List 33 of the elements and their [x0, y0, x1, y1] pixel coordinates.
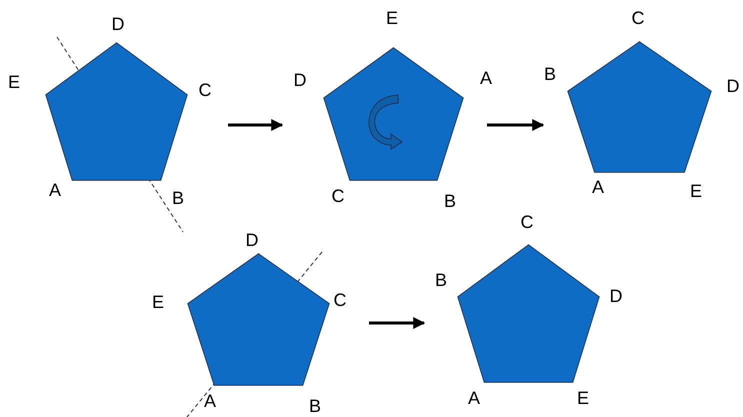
pentagon-shape	[457, 244, 600, 383]
vertex-label: D	[294, 71, 306, 89]
vertex-label: E	[690, 182, 702, 200]
pentagon-shape	[323, 47, 464, 181]
arrow	[487, 119, 544, 131]
vertex-label: E	[8, 73, 20, 91]
vertex-label: B	[309, 397, 321, 415]
arrow	[369, 317, 426, 329]
vertex-label: D	[246, 231, 258, 249]
vertex-label: C	[334, 291, 346, 309]
vertex-label: E	[152, 293, 164, 311]
vertex-label: D	[726, 77, 740, 95]
pentagon-shape	[567, 41, 712, 173]
vertex-label: A	[49, 181, 61, 199]
vertex-label: E	[577, 389, 589, 407]
vertex-label: C	[520, 213, 534, 231]
pentagon-shape	[187, 253, 330, 386]
vertex-label: A	[204, 392, 216, 410]
vertex-label: A	[480, 69, 492, 87]
vertex-label: B	[444, 192, 456, 210]
vertex-label: D	[610, 287, 622, 305]
pentagon-shape	[45, 42, 188, 181]
vertex-label: A	[592, 178, 604, 196]
vertex-label: B	[435, 271, 447, 289]
vertex-label: C	[198, 81, 212, 99]
vertex-label: B	[172, 189, 184, 207]
vertex-label: D	[112, 15, 124, 33]
arrow	[228, 119, 284, 131]
vertex-label: A	[468, 389, 480, 407]
vertex-label: E	[386, 9, 398, 27]
vertex-label: C	[332, 187, 344, 205]
vertex-label: B	[544, 65, 556, 83]
vertex-label: C	[632, 9, 644, 27]
